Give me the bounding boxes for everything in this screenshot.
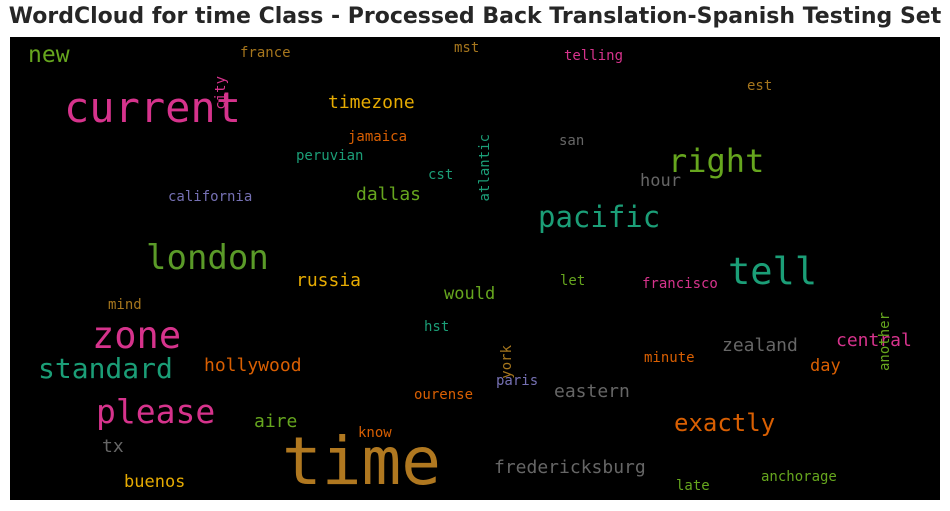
word-francisco: francisco xyxy=(642,276,718,292)
word-let: let xyxy=(560,273,586,289)
word-fredericksburg: fredericksburg xyxy=(494,457,646,478)
word-atlantic: atlantic xyxy=(477,134,493,202)
word-france: france xyxy=(240,45,291,61)
word-cst: cst xyxy=(428,167,454,183)
wordcloud-canvas: time current zone please london standard tell r… xyxy=(10,37,940,500)
word-tx: tx xyxy=(102,436,124,457)
word-ourense: ourense xyxy=(414,387,474,403)
word-california: california xyxy=(168,189,253,205)
word-know: know xyxy=(358,425,392,441)
word-another: another xyxy=(877,312,893,372)
word-est: est xyxy=(747,78,773,94)
word-dallas: dallas xyxy=(356,184,422,205)
word-tell: tell xyxy=(728,250,818,293)
word-minute: minute xyxy=(644,350,695,366)
word-current: current xyxy=(64,83,242,132)
word-timezone: timezone xyxy=(328,92,415,113)
word-london: london xyxy=(146,238,269,278)
word-mst: mst xyxy=(454,40,480,56)
word-eastern: eastern xyxy=(554,381,630,402)
word-telling: telling xyxy=(564,48,624,64)
word-please: please xyxy=(96,392,216,431)
word-standard: standard xyxy=(38,352,173,385)
word-day: day xyxy=(810,356,841,376)
chart-title: WordCloud for time Class - Processed Bac… xyxy=(8,4,942,29)
word-zealand: zealand xyxy=(722,335,798,356)
word-central: central xyxy=(836,330,912,351)
word-time: time xyxy=(282,423,441,500)
word-city: city xyxy=(213,76,229,110)
word-pacific: pacific xyxy=(538,200,661,234)
word-buenos: buenos xyxy=(124,472,186,492)
word-hour: hour xyxy=(640,171,681,191)
word-russia: russia xyxy=(296,270,362,291)
word-mind: mind xyxy=(108,297,142,313)
word-aire: aire xyxy=(254,411,298,432)
word-jamaica: jamaica xyxy=(348,129,408,145)
word-san: san xyxy=(559,133,585,149)
word-late: late xyxy=(676,478,710,494)
word-zone: zone xyxy=(92,314,182,357)
word-peruvian: peruvian xyxy=(296,148,364,164)
word-right: right xyxy=(668,142,765,180)
word-hst: hst xyxy=(424,319,450,335)
word-exactly: exactly xyxy=(674,409,776,437)
word-anchorage: anchorage xyxy=(761,469,837,485)
word-would: would xyxy=(444,284,496,304)
word-hollywood: hollywood xyxy=(204,355,302,376)
word-paris: paris xyxy=(496,373,539,389)
word-new: new xyxy=(28,42,70,68)
